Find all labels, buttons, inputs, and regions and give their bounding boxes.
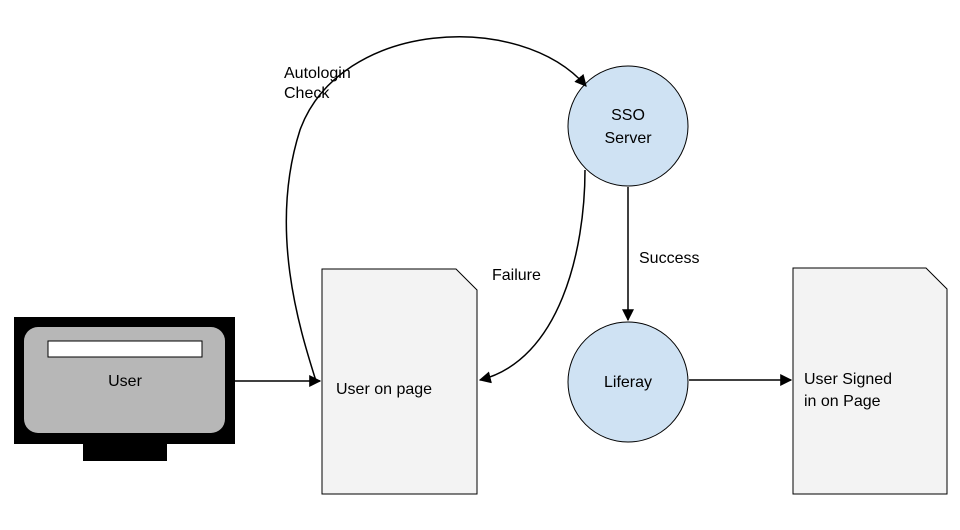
user-label: User (108, 373, 142, 390)
monitor-stand (83, 444, 167, 461)
edge-autologin-check (285, 36, 587, 382)
document-shape (792, 267, 948, 495)
liferay-label: Liferay (604, 374, 652, 391)
sso-server-node: SSO Server (567, 65, 689, 187)
user-on-page-label: User on page (336, 381, 432, 398)
autologin-check-label-line2: Check (284, 85, 330, 102)
liferay-node: Liferay (567, 321, 689, 443)
autologin-check-label-line1: Autologin (284, 65, 351, 82)
edge-failure (478, 169, 586, 384)
success-label: Success (639, 250, 699, 267)
document-shape (321, 268, 478, 495)
monitor-address-bar (47, 340, 203, 358)
user-signed-in-label-line2: in on Page (804, 393, 881, 410)
liferay-circle (567, 321, 689, 443)
user-on-page-node: User on page (321, 268, 478, 495)
user-monitor-node: User (14, 317, 235, 461)
user-signed-in-label-line1: User Signed (804, 371, 892, 388)
failure-label: Failure (492, 267, 541, 284)
sso-server-circle (567, 65, 689, 187)
sso-server-label-line1: SSO (611, 107, 645, 124)
user-signed-in-node: User Signed in on Page (792, 267, 948, 495)
sso-server-label-line2: Server (604, 130, 652, 147)
